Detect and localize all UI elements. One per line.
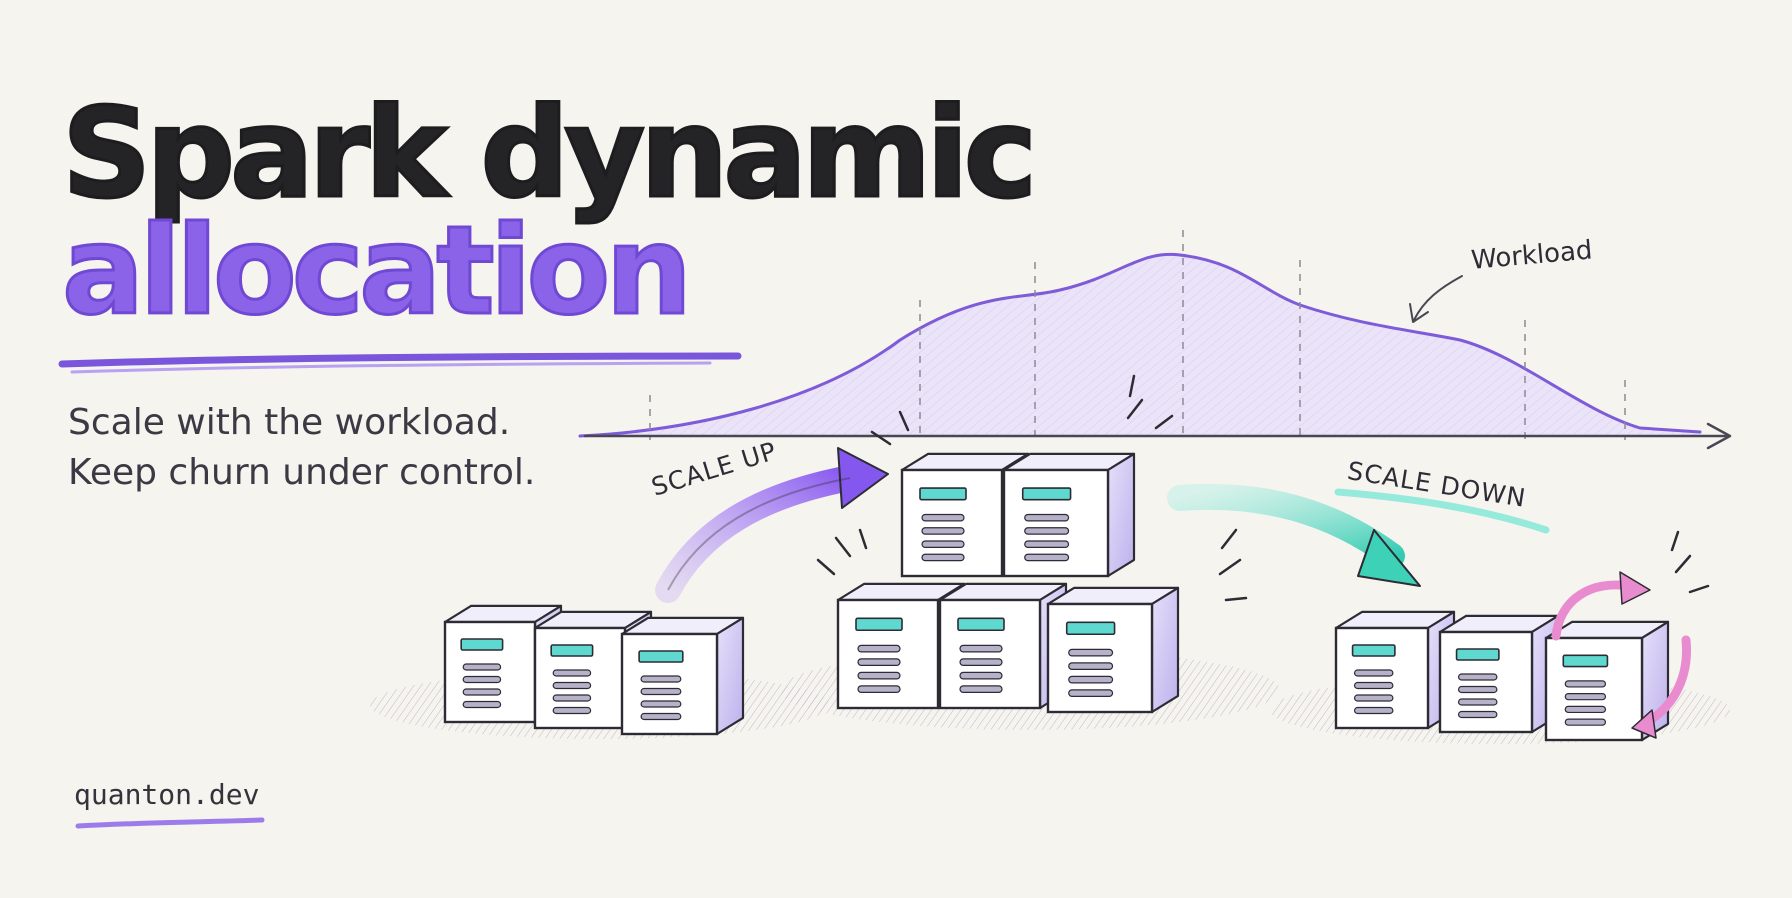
scale-down-arrow <box>1167 483 1421 587</box>
server-box <box>1046 586 1180 714</box>
brand-underline <box>75 817 265 829</box>
server-box <box>533 610 653 730</box>
brand-link: quanton.dev <box>74 778 260 811</box>
title-line-2: allocation <box>60 200 693 342</box>
emphasis-marks <box>816 374 1710 602</box>
title-underline <box>58 352 742 374</box>
page-title: Spark dynamic allocation <box>60 82 1038 342</box>
churn-cycle-icon <box>1551 571 1692 739</box>
scale-up-arrow <box>655 447 889 603</box>
subtitle-line-1: Scale with the workload. <box>68 402 511 443</box>
server-box <box>1544 620 1670 742</box>
server-box <box>443 604 563 724</box>
server-box <box>1334 610 1456 730</box>
server-box <box>1438 614 1560 734</box>
server-groups <box>443 452 1670 742</box>
subtitle: Scale with the workload. Keep churn unde… <box>68 398 535 498</box>
workload-curve <box>578 230 1732 450</box>
subtitle-line-2: Keep churn under control. <box>68 452 536 493</box>
server-box <box>620 616 745 736</box>
title-line-1: Spark dynamic <box>60 82 1038 226</box>
server-box <box>1002 452 1136 578</box>
